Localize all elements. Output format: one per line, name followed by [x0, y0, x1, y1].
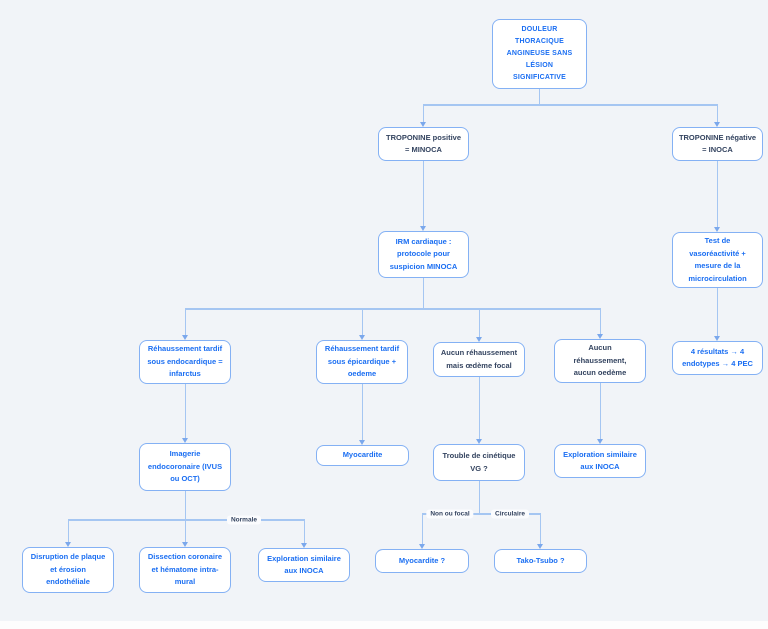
connector-line [422, 278, 424, 308]
node-label: Myocardite ? [398, 555, 446, 565]
connector-line [422, 161, 424, 226]
connector-arrow [418, 544, 425, 549]
connector-line [361, 384, 363, 440]
node-label: 4 résultats → 4 endotypes → 4 PEC [682, 346, 753, 369]
node-irm-cardiaque[interactable]: IRM cardiaque : protocole pour suspicion… [378, 231, 469, 278]
node-label: Aucun réhaussement, aucun oedème [573, 343, 627, 378]
edge-label-non-ou-focal: Non ou focal [426, 509, 474, 519]
connector-arrow [300, 543, 307, 548]
node-label: Imagerie endocoronaire (IVUS ou OCT) [147, 449, 223, 484]
connector-arrow [713, 122, 720, 127]
node-myocardite[interactable]: Myocardite [316, 445, 409, 466]
node-label: Réhaussement tardif sous épicardique + o… [324, 344, 400, 379]
connector-line [421, 513, 423, 544]
connector-line [716, 288, 718, 336]
connector-arrow [596, 334, 603, 339]
connector-line [361, 308, 363, 335]
node-label: Aucun réhaussement mais œdème focal [440, 348, 518, 370]
connector-line [422, 104, 424, 122]
node-tako-tsubo[interactable]: Tako-Tsubo ? [494, 549, 587, 573]
node-test-vasoreactivite[interactable]: Test de vasoréactivité + mesure de la mi… [672, 232, 763, 288]
connector-line [68, 519, 304, 521]
node-disruption-plaque[interactable]: Disruption de plaque et érosion endothél… [22, 547, 114, 593]
node-label: Myocardite [342, 450, 383, 460]
connector-line [599, 383, 601, 439]
node-label: DOULEUR THORACIQUE ANGINEUSE SANS LÉSION… [506, 26, 573, 81]
connector-line [478, 308, 480, 337]
node-label: Réhaussement tardif sous endocardique = … [147, 344, 223, 379]
connector-arrow [419, 122, 426, 127]
node-aucun-rehaussement-aucun-oedeme[interactable]: Aucun réhaussement, aucun oedème [554, 339, 646, 383]
connector-line [184, 384, 186, 438]
connector-line [716, 161, 718, 227]
node-douleur-thoracique[interactable]: DOULEUR THORACIQUE ANGINEUSE SANS LÉSION… [492, 19, 587, 89]
connector-arrow [181, 542, 188, 547]
node-label: Disruption de plaque et érosion endothél… [30, 552, 106, 587]
node-imagerie-endocoronaire[interactable]: Imagerie endocoronaire (IVUS ou OCT) [139, 443, 231, 491]
connector-line [478, 377, 480, 439]
connector-line [539, 513, 541, 544]
connector-line [184, 308, 186, 335]
connector-line [185, 308, 600, 310]
connector-line [478, 481, 480, 514]
connector-line [423, 104, 718, 106]
connector-arrow [536, 544, 543, 549]
connector-arrow [419, 226, 426, 231]
node-troponine-positive[interactable]: TROPONINE positive = MINOCA [378, 127, 469, 161]
connector-arrow [475, 337, 482, 342]
node-label: Exploration similaire aux INOCA [267, 553, 341, 576]
connector-arrow [713, 336, 720, 341]
connector-arrow [358, 440, 365, 445]
node-label: TROPONINE négative = INOCA [678, 132, 757, 155]
connector-arrow [181, 335, 188, 340]
node-dissection-coronaire[interactable]: Dissection coronaire et hématome intra- … [139, 547, 231, 593]
connector-arrow [596, 439, 603, 444]
node-myocardite-question[interactable]: Myocardite ? [375, 549, 469, 573]
connector-arrow [181, 438, 188, 443]
node-trouble-cinetique-vg[interactable]: Trouble de cinétique VG ? [433, 444, 525, 481]
node-label: Dissection coronaire et hématome intra- … [147, 552, 223, 587]
node-aucun-rehaussement-oedeme-focal[interactable]: Aucun réhaussement mais œdème focal [433, 342, 525, 377]
connector-arrow [475, 439, 482, 444]
connector-line [422, 513, 540, 515]
connector-line [184, 519, 186, 542]
node-label: Tako-Tsubo ? [516, 555, 565, 565]
node-label: IRM cardiaque : protocole pour suspicion… [389, 236, 458, 271]
node-quatre-resultats[interactable]: 4 résultats → 4 endotypes → 4 PEC [672, 341, 763, 375]
connector-line [303, 519, 305, 543]
connector-line [599, 308, 601, 334]
node-label: Test de vasoréactivité + mesure de la mi… [688, 236, 747, 283]
node-label: Exploration similaire aux INOCA [563, 449, 637, 472]
node-troponine-negative[interactable]: TROPONINE négative = INOCA [672, 127, 763, 161]
node-exploration-similaire-inoca-1[interactable]: Exploration similaire aux INOCA [554, 444, 646, 478]
connector-line [67, 519, 69, 542]
bottom-strip [0, 621, 768, 629]
connector-line [716, 104, 718, 122]
connector-arrow [358, 335, 365, 340]
connector-line [538, 89, 540, 105]
connector-line [184, 491, 186, 520]
node-label: Trouble de cinétique VG ? [442, 451, 516, 473]
edge-label-normale: Normale [226, 515, 262, 525]
connector-arrow [713, 227, 720, 232]
connector-arrow [64, 542, 71, 547]
node-exploration-similaire-inoca-2[interactable]: Exploration similaire aux INOCA [258, 548, 350, 582]
node-label: TROPONINE positive = MINOCA [385, 132, 461, 155]
node-rehaussement-endocardique[interactable]: Réhaussement tardif sous endocardique = … [139, 340, 231, 384]
edge-label-circulaire: Circulaire [491, 509, 529, 519]
node-rehaussement-epicardique[interactable]: Réhaussement tardif sous épicardique + o… [316, 340, 408, 384]
